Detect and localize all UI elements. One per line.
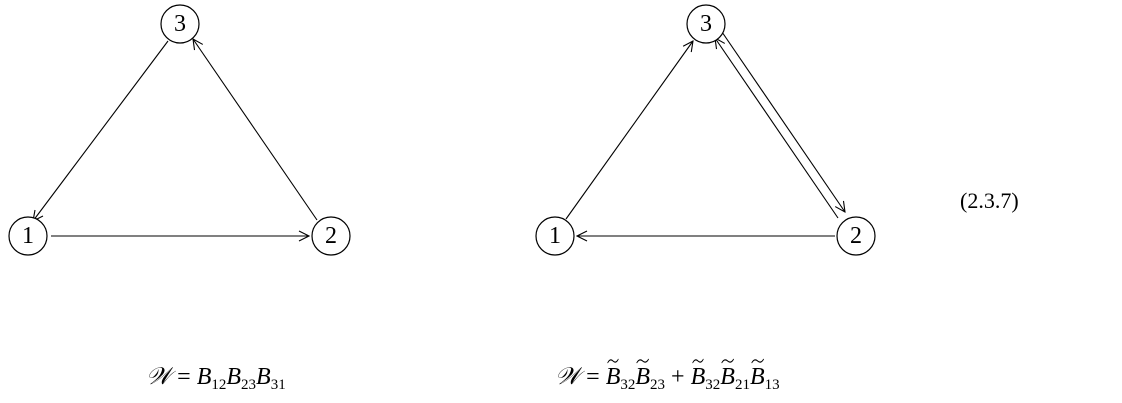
edge-3-to-2 [721,31,845,212]
edge-1-to-3 [565,41,693,220]
node-3: 3 [160,4,200,44]
node-label: 2 [325,223,337,249]
edge-2-to-3 [715,38,839,219]
equation-number: (2.3.7) [960,188,1019,213]
node-3: 3 [686,4,726,44]
left-quiver: 3 1 2 [8,4,351,256]
node-1: 1 [8,216,48,256]
node-label: 2 [850,223,862,249]
right-quiver: 3 1 2 [535,4,876,256]
superpotential-symbol: 𝒲 [555,362,581,390]
node-2: 2 [311,216,351,256]
edge-3-to-1 [33,40,169,221]
superpotential-formula-right: 𝒲 = B32B23 + B32B21B13 [555,358,780,393]
node-1: 1 [535,216,575,256]
superpotential-formula-left: 𝒲 = B12B23B31 [146,362,286,393]
node-label: 3 [700,11,712,37]
node-label: 3 [174,11,186,37]
field-term: B23 [635,358,666,393]
superpotential-symbol: 𝒲 [146,362,172,390]
plus-sign: + [665,364,691,390]
field-term: B21 [720,358,750,393]
field-term: B12 [196,364,227,393]
node-label: 1 [549,223,561,249]
node-label: 1 [22,223,34,249]
node-2: 2 [836,216,876,256]
field-term: B23 [226,364,257,393]
field-term: B32 [605,358,636,393]
field-term: B32 [690,358,721,393]
field-term: B31 [256,364,286,393]
equals-sign: = [171,364,197,390]
field-term: B13 [749,358,780,393]
edge-2-to-3 [193,39,318,221]
equals-sign: = [580,364,606,390]
